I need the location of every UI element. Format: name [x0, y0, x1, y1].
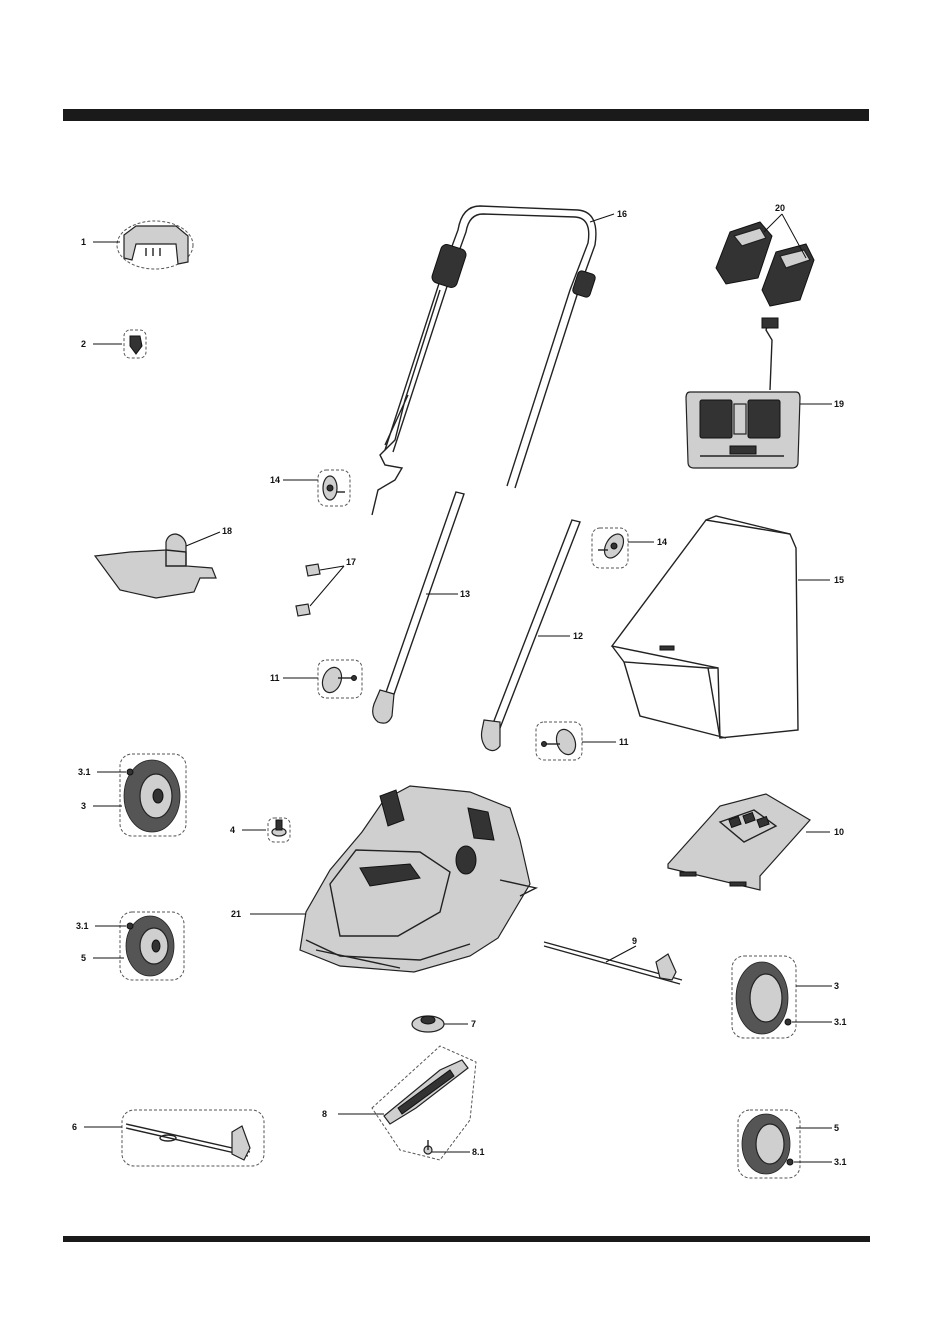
part-18-mulch-plug: 18: [95, 526, 232, 598]
callout-5a: 5: [81, 953, 86, 963]
part-11-knob-left: 11: [270, 660, 362, 698]
callout-16: 16: [617, 209, 627, 219]
callout-21: 21: [231, 909, 241, 919]
part-7-washer: 7: [412, 1016, 476, 1032]
part-17-clips: 17: [296, 557, 356, 616]
part-14-knob-left: 14: [270, 470, 350, 506]
callout-8: 8: [322, 1109, 327, 1119]
part-3-wheel-right: 3 3.1: [732, 956, 847, 1038]
part-8-blade: 8 8.1: [322, 1046, 485, 1160]
callout-3a: 3: [81, 801, 86, 811]
callout-17: 17: [346, 557, 356, 567]
callout-3-1b: 3.1: [76, 921, 89, 931]
part-14-knob-right: 14: [592, 528, 667, 568]
callout-20: 20: [775, 203, 785, 213]
callout-4: 4: [230, 825, 235, 835]
callout-3-1d: 3.1: [834, 1157, 847, 1167]
part-5-wheel-right: 5 3.1: [738, 1110, 847, 1178]
callout-5b: 5: [834, 1123, 839, 1133]
callout-3-1c: 3.1: [834, 1017, 847, 1027]
callout-8-1: 8.1: [472, 1147, 485, 1157]
part-3-wheel-left: 3.1 3: [78, 754, 186, 836]
part-10-cover: 10: [668, 794, 844, 890]
callout-12: 12: [573, 631, 583, 641]
part-12-lower-handle-right: 12: [482, 520, 584, 751]
part-11-knob-right: 11: [536, 722, 629, 760]
callout-2: 2: [81, 339, 86, 349]
part-2-knob: 2: [81, 330, 146, 358]
part-6-axle-assembly: 6: [72, 1110, 264, 1166]
callout-10: 10: [834, 827, 844, 837]
callout-11a: 11: [270, 673, 280, 683]
callout-3-1a: 3.1: [78, 767, 91, 777]
part-13-lower-handle-left: 13: [373, 492, 470, 723]
part-4-screw: 4: [230, 818, 290, 842]
part-21-mower-deck: 21: [231, 786, 536, 972]
callout-14a: 14: [270, 475, 280, 485]
callout-13: 13: [460, 589, 470, 599]
callout-9: 9: [632, 936, 637, 946]
callout-14b: 14: [657, 537, 667, 547]
part-15-grass-bag: 15: [612, 516, 844, 738]
callout-11b: 11: [619, 737, 629, 747]
callout-15: 15: [834, 575, 844, 585]
callout-18: 18: [222, 526, 232, 536]
part-1-handle-clip: 1: [81, 221, 193, 269]
callout-7: 7: [471, 1019, 476, 1029]
callout-6: 6: [72, 1122, 77, 1132]
callout-3b: 3: [834, 981, 839, 991]
part-20-batteries: 20: [716, 203, 814, 306]
callout-1: 1: [81, 237, 86, 247]
callout-19: 19: [834, 399, 844, 409]
part-16-upper-handle: 16: [372, 206, 627, 515]
part-9-axle: 9: [544, 936, 682, 984]
part-19-charger: 19: [686, 318, 844, 468]
part-5-wheel-left: 3.1 5: [76, 912, 184, 980]
